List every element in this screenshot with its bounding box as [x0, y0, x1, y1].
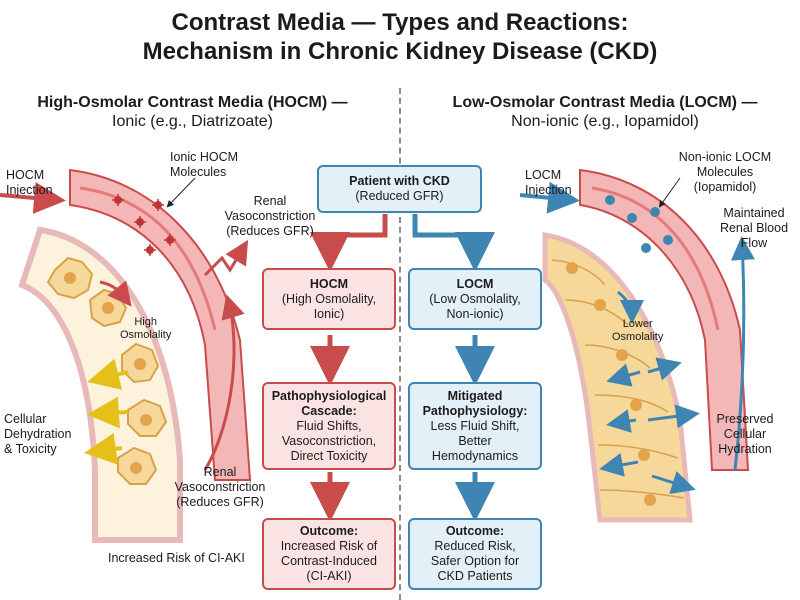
blue-arrow-icon: [730, 236, 755, 471]
mitigated-pathophysiology-box: Mitigated Pathophysiology: Less Fluid Sh…: [408, 382, 542, 470]
round-molecule-icon: [605, 195, 673, 253]
left-column-header: High-Osmolar Contrast Media (HOCM) — Ion…: [20, 93, 365, 131]
blue-arrow-icon: [647, 357, 682, 381]
patient-ckd-box: Patient with CKD (Reduced GFR): [317, 165, 482, 213]
cell-nuclei: [566, 262, 656, 506]
locm-box: LOCM (Low Osmolality, Non-ionic): [408, 268, 542, 330]
red-arrow-icon: [0, 181, 66, 214]
left-header-line1: High-Osmolar Contrast Media (HOCM) —: [37, 94, 348, 111]
increased-risk-label: Increased Risk of CI-AKI: [108, 551, 245, 565]
page-title: Contrast Media — Types and Reactions: Me…: [0, 8, 800, 66]
spike-marks: [112, 194, 176, 256]
title-line2: Mechanism in Chronic Kidney Disease (CKD…: [142, 38, 658, 65]
blue-arrow-icon: [617, 290, 644, 324]
red-arrow-icon: [99, 280, 132, 307]
left-kidney-illustration: [0, 168, 252, 543]
blue-arrow-icon: [647, 404, 700, 429]
outcome-right-box: Outcome: Reduced Risk, Safer Option for …: [408, 518, 542, 590]
center-flow-arrows: [310, 214, 495, 522]
blue-arrow-icon: [599, 452, 639, 477]
right-header-line1: Low-Osmolar Contrast Media (LOCM) —: [452, 94, 758, 111]
yellow-arrow-icon: [87, 358, 129, 390]
blue-arrow-icon: [606, 363, 641, 387]
red-arrow-icon: [203, 294, 245, 471]
right-header-line2: Non-ionic (e.g., Iopamidol): [511, 113, 699, 130]
red-arrow-icon: [203, 239, 249, 277]
yellow-arrow-icon: [87, 396, 129, 429]
center-divider: [399, 88, 401, 600]
outcome-left-box: Outcome: Increased Risk of Contrast-Indu…: [262, 518, 396, 590]
right-kidney-illustration: [519, 168, 755, 523]
title-line1: Contrast Media — Types and Reactions:: [171, 9, 629, 36]
blue-arrow-icon: [606, 409, 637, 433]
pathophysiological-cascade-box: Pathophysiological Cascade: Fluid Shifts…: [262, 382, 396, 470]
blue-arrow-icon: [651, 471, 696, 495]
tubule-wall: [18, 226, 183, 543]
yellow-arrow-icon: [84, 432, 123, 465]
hocm-box: HOCM (High Osmolality, Ionic): [262, 268, 396, 330]
blue-arrow-icon: [519, 181, 580, 214]
left-header-line2: Ionic (e.g., Diatrizoate): [112, 113, 273, 130]
right-column-header: Low-Osmolar Contrast Media (LOCM) — Non-…: [425, 93, 785, 131]
